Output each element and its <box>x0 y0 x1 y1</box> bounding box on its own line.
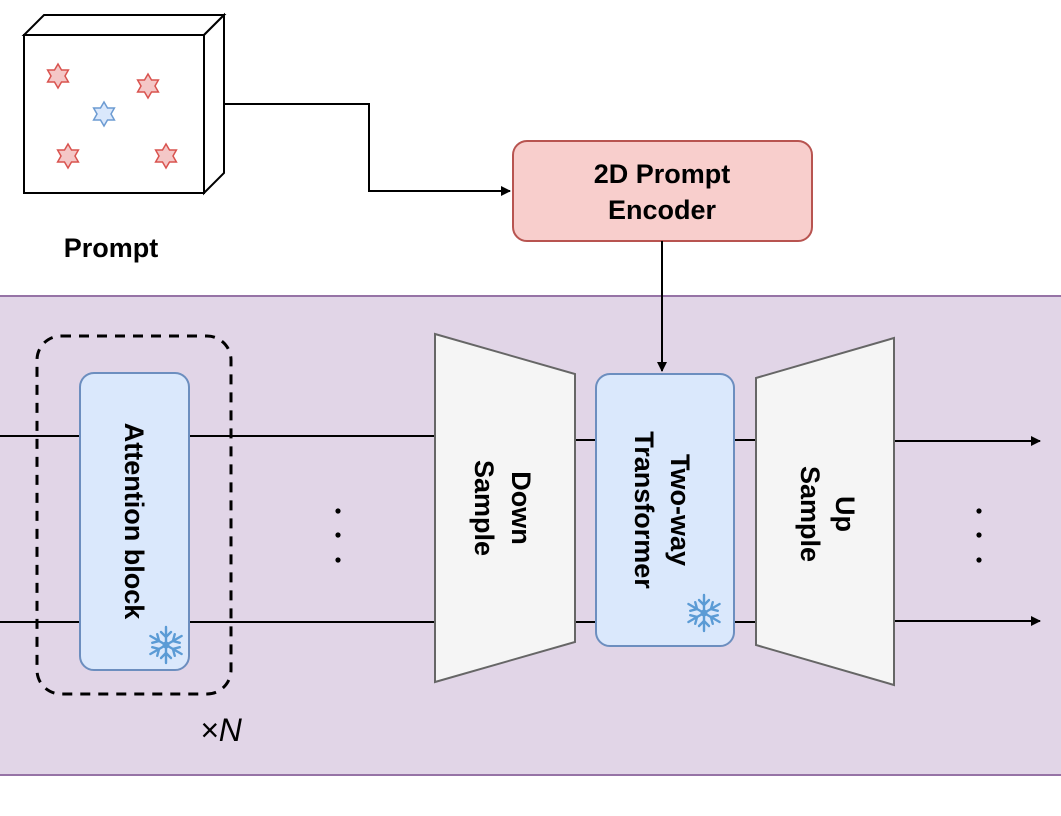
prompt-encoder-label-line1: 2D Prompt <box>594 159 731 189</box>
attention-block-label: Attention block <box>119 423 149 620</box>
up-sample-label-line1: Up <box>830 496 860 532</box>
positive-star-icon <box>56 142 80 170</box>
down-sample-label-line2: Sample <box>469 460 499 556</box>
prompt-cube <box>21 12 227 196</box>
positive-star-icon <box>154 142 178 170</box>
two-way-transformer-label-line1: Two-way <box>665 454 695 566</box>
down-sample-block: Down Sample <box>434 332 576 684</box>
repeat-group <box>35 334 233 696</box>
positive-star-icon <box>136 72 160 100</box>
two-way-transformer-label-line2: Transformer <box>629 431 659 589</box>
down-sample-label-line1: Down <box>506 471 536 545</box>
ellipsis-right <box>976 508 982 563</box>
attention-block: Attention block <box>79 372 190 671</box>
prompt-to-encoder-arrow <box>224 103 511 196</box>
negative-star-icon <box>92 100 116 128</box>
positive-star-icon <box>46 62 70 90</box>
ellipsis-middle <box>335 508 341 563</box>
up-sample-block: Up Sample <box>755 336 895 687</box>
prompt-label: Prompt <box>64 233 159 263</box>
repeat-label: ×N <box>200 712 243 748</box>
prompt-encoder-label-line2: Encoder <box>608 195 717 225</box>
two-way-transformer-block: Two-way Transformer <box>595 373 735 647</box>
up-sample-label-line2: Sample <box>795 466 825 562</box>
prompt-encoder-box: 2D Prompt Encoder <box>512 140 813 242</box>
